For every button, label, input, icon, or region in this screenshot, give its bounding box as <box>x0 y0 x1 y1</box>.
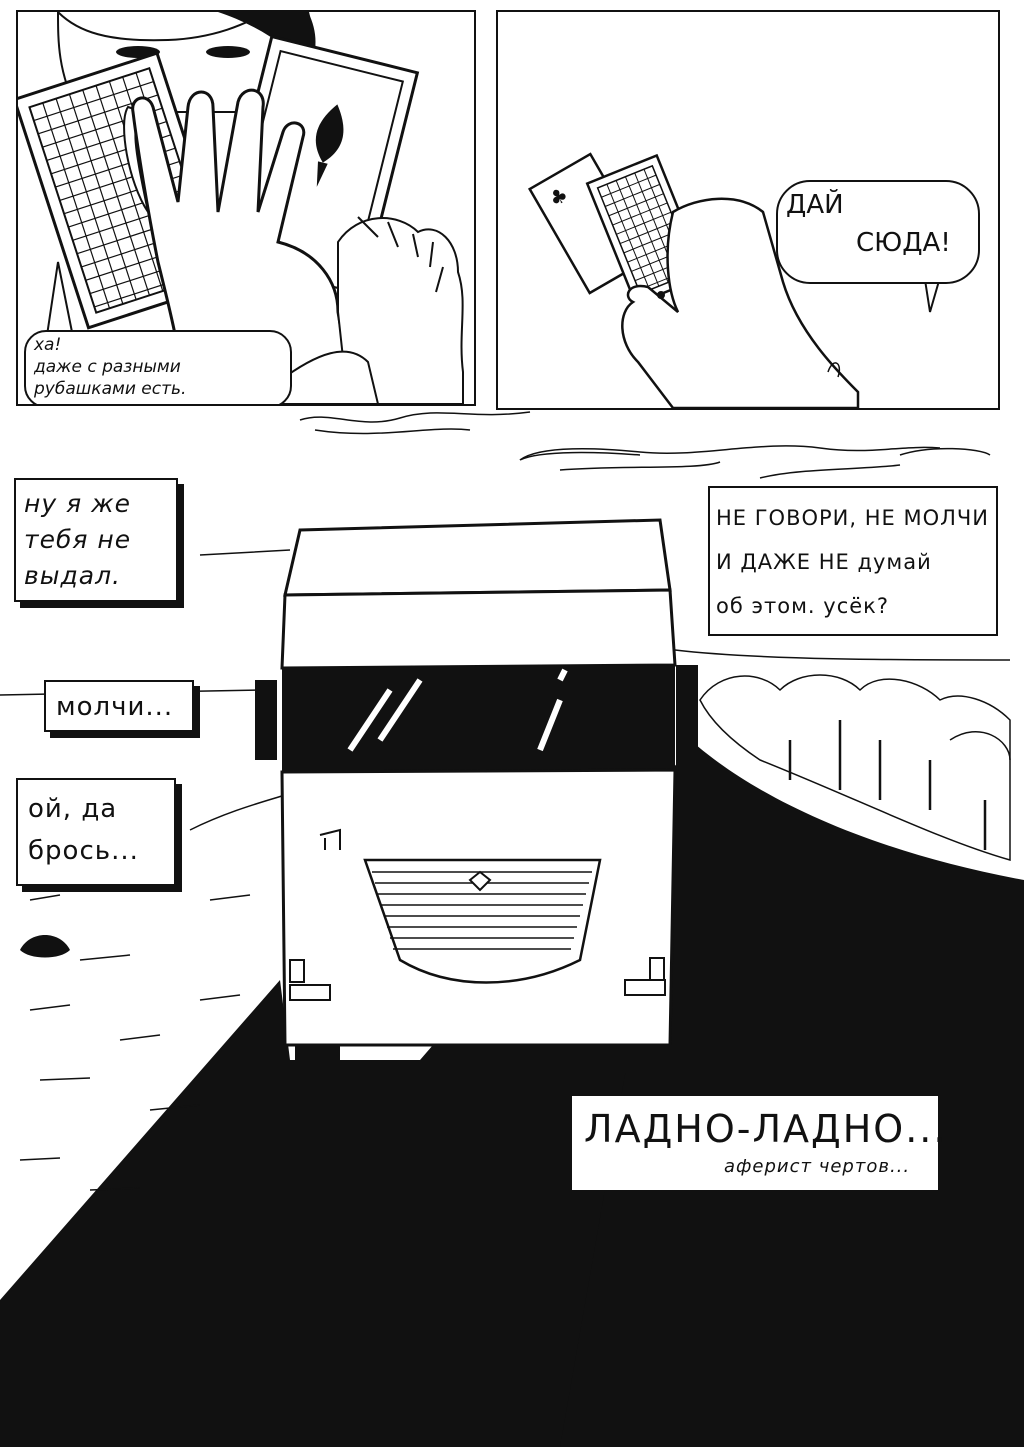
caption-line: об этом. усёк? <box>716 594 889 618</box>
caption-line: ну я же <box>24 489 131 518</box>
bubble-line: СЮДА! <box>856 228 951 258</box>
bubble-line: ха! <box>34 335 62 355</box>
caption-line: И ДАЖЕ НЕ думай <box>716 550 932 574</box>
caption-okay-sub: аферист чертов... <box>724 1156 911 1177</box>
speech-bubble-give-here: ДАЙ СЮДА! <box>776 180 980 284</box>
cards-hand-drawing <box>18 12 464 404</box>
caption-line: выдал. <box>24 561 122 590</box>
smoke-swirl-top <box>299 411 941 460</box>
caption-line: тебя не <box>24 525 132 554</box>
bubble-line: даже с разными <box>34 357 181 377</box>
panel-cards-hand: ха! даже с разными рубашками есть. <box>16 10 476 406</box>
bubble-line: ДАЙ <box>786 190 844 220</box>
caption-okay-okay: ЛАДНО-ЛАДНО... аферист чертов... <box>570 1094 948 1192</box>
caption-oh-come-on: ой, да брось... <box>16 778 176 886</box>
caption-okay-main: ЛАДНО-ЛАДНО... <box>584 1107 948 1151</box>
hand-holding-cards-drawing: ♣ <box>527 152 945 408</box>
caption-i-didnt-give-you-away: ну я же тебя не выдал. <box>14 478 178 602</box>
caption-line: НЕ ГОВОРИ, НЕ МОЛЧИ <box>716 506 990 530</box>
caption-line: брось... <box>28 836 139 866</box>
caption-dont-speak-dont-be-silent: НЕ ГОВОРИ, НЕ МОЛЧИ И ДАЖЕ НЕ думай об э… <box>708 486 998 636</box>
caption-line: ой, да <box>28 794 118 824</box>
caption-line: молчи... <box>56 692 174 722</box>
speech-bubble-ha: ха! даже с разными рубашками есть. <box>24 330 292 404</box>
panel-hand-holding-cards: ♣ ДАЙ СЮДА! <box>496 10 1000 410</box>
caption-be-quiet: молчи... <box>44 680 194 732</box>
bubble-line: рубашками есть. <box>34 379 187 399</box>
